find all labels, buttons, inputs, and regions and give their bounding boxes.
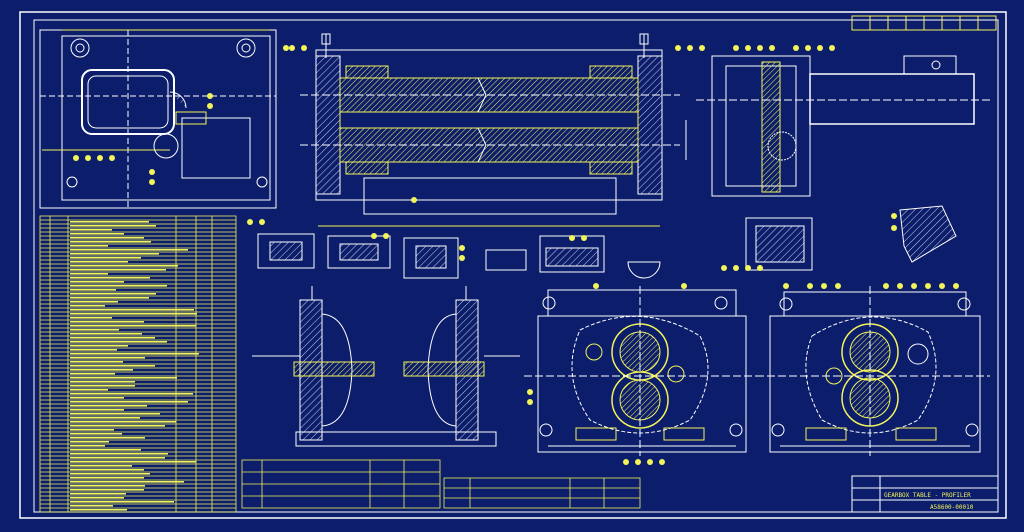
parts-list-text-mark: [70, 357, 145, 359]
parts-list-text-mark: [70, 281, 124, 283]
balloon-callouts-shaft: [283, 45, 705, 203]
parts-list-text-mark: [70, 509, 127, 511]
parts-list-text-mark: [70, 489, 144, 491]
parts-list-text-mark: [70, 473, 150, 475]
parts-list-text-mark: [70, 369, 133, 371]
parts-list-text-mark: [70, 237, 144, 239]
parts-list-text-mark: [70, 493, 126, 495]
parts-list-text-mark: [70, 413, 160, 415]
parts-list-text-mark: [70, 245, 108, 247]
parts-list-text-mark: [70, 261, 128, 263]
parts-list-text-mark: [70, 313, 197, 315]
parts-list-text-mark: [70, 505, 113, 507]
detail-views-row: [257, 205, 957, 279]
parts-list-text-mark: [70, 497, 124, 499]
drawing-title: GEARBOX TABLE - PROFILER: [884, 492, 971, 499]
parts-list-text-mark: [70, 429, 114, 431]
parts-list-text-mark: [70, 501, 174, 503]
parts-list-text-mark: [70, 325, 196, 327]
gearbox-view-a: [524, 286, 756, 456]
parts-list-text-mark: [70, 373, 115, 375]
parts-list-text-mark: [70, 321, 144, 323]
balloon-callouts-details: [247, 213, 897, 271]
pulley-section-views: [252, 286, 520, 447]
parts-list-text-mark: [70, 229, 112, 231]
parts-list-text-mark: [70, 477, 144, 479]
parts-list-text-mark: [70, 277, 150, 279]
parts-list-text-mark: [70, 221, 149, 223]
parts-list-text-mark: [70, 441, 109, 443]
parts-list-text-mark: [70, 465, 132, 467]
parts-list-text-mark: [70, 421, 176, 423]
parts-list-text-mark: [70, 285, 167, 287]
parts-list-text-mark: [70, 257, 141, 259]
revision-tables: [241, 459, 641, 509]
motor-side-view: [685, 55, 990, 197]
top-right-tab: [851, 15, 997, 31]
parts-list-text-mark: [70, 425, 165, 427]
parts-list-text-mark: [70, 225, 156, 227]
parts-list-text-mark: [70, 349, 117, 351]
parts-list-text-mark: [70, 337, 155, 339]
parts-list-text-mark: [70, 297, 149, 299]
parts-list-text-mark: [70, 333, 142, 335]
parts-list-text-mark: [70, 365, 155, 367]
parts-list-text-mark: [70, 385, 135, 387]
parts-list-text-mark: [70, 289, 116, 291]
parts-list-text-mark: [70, 401, 188, 403]
parts-list-text-mark: [70, 381, 135, 383]
parts-list-text-mark: [70, 249, 188, 251]
parts-list-text-mark: [70, 377, 177, 379]
parts-list-text-mark: [70, 305, 105, 307]
parts-list-text-mark: [70, 481, 184, 483]
parts-list-text-mark: [70, 241, 151, 243]
parts-list-text-mark: [70, 301, 118, 303]
parts-list-text-mark: [70, 417, 140, 419]
parts-list-text-mark: [70, 397, 124, 399]
parts-list-text-mark: [70, 445, 105, 447]
parts-list-text-mark: [70, 461, 196, 463]
parts-list-text-mark: [70, 433, 122, 435]
parts-list-text-mark: [70, 265, 178, 267]
drawing-number: A58600-00010: [930, 504, 974, 511]
parts-list-text-mark: [70, 449, 141, 451]
parts-list-text-mark: [70, 345, 128, 347]
parts-list-text-mark: [70, 309, 194, 311]
inner-border: [33, 19, 999, 513]
parts-list-text-mark: [70, 457, 165, 459]
parts-list-text-mark: [70, 409, 124, 411]
main-shaft-section-view: [300, 33, 680, 227]
balloon-callouts-top-left: [73, 45, 307, 185]
parts-list-text-mark: [70, 293, 156, 295]
parts-list-text-mark: [70, 485, 145, 487]
gearbox-view-b: [756, 286, 990, 456]
parts-list-text-mark: [70, 273, 108, 275]
parts-list-text-mark: [70, 437, 145, 439]
balloon-callouts-gearbox-b: [783, 283, 959, 289]
parts-list-text-mark: [70, 329, 119, 331]
balloon-callouts-gearbox-a: [527, 283, 687, 465]
parts-list-text-mark: [70, 233, 124, 235]
outer-border: [19, 11, 1007, 519]
parts-list-text-mark: [70, 453, 168, 455]
parts-list-text-mark: [70, 405, 147, 407]
title-block: GEARBOX TABLE - PROFILER A58600-00010: [851, 475, 999, 513]
parts-list-text-mark: [70, 469, 144, 471]
parts-list-text-mark: [70, 317, 112, 319]
top-left-plan-view: [39, 29, 277, 209]
parts-list-text-fill: [70, 221, 199, 511]
parts-list-table: [39, 215, 237, 513]
parts-list-text-mark: [70, 341, 167, 343]
parts-list-text-mark: [70, 389, 108, 391]
parts-list-text-mark: [70, 361, 123, 363]
parts-list-text-mark: [70, 269, 166, 271]
balloon-callouts-motor: [733, 45, 835, 51]
parts-list-text-mark: [70, 353, 199, 355]
parts-list-text-mark: [70, 253, 159, 255]
parts-list-text-mark: [70, 393, 193, 395]
